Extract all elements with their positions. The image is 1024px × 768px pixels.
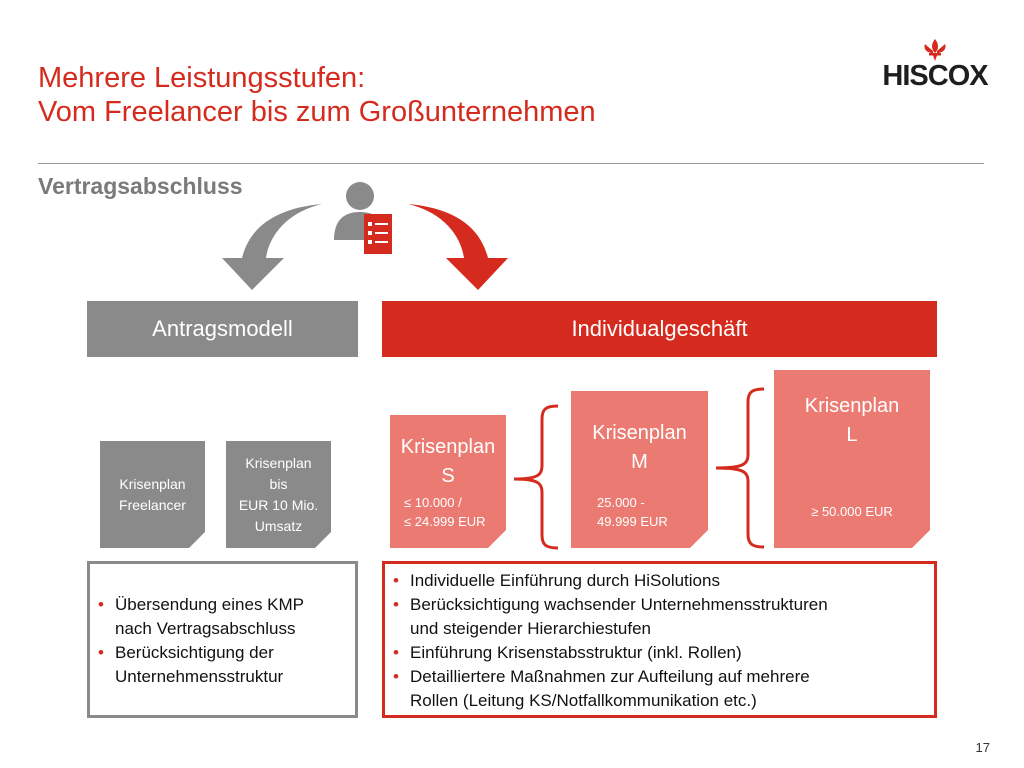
header-divider <box>38 163 984 164</box>
doc-krisenplan-umsatz: Krisenplan bis EUR 10 Mio. Umsatz <box>226 441 331 548</box>
doc-label: Umsatz <box>254 517 303 534</box>
page-number: 17 <box>975 740 990 755</box>
doc-krisenplan-l: Krisenplan L ≥ 50.000 EUR <box>774 370 930 548</box>
list-item-text: nach Vertragsabschluss <box>115 619 296 638</box>
doc-title: Krisenplan <box>400 436 496 458</box>
list-item-text: Einführung Krisenstabsstruktur (inkl. Ro… <box>410 643 742 662</box>
band-individualgeschaeft: Individualgeschäft <box>382 301 937 357</box>
section-subtitle: Vertragsabschluss <box>38 173 243 199</box>
page-title-line1: Mehrere Leistungsstufen: <box>38 62 366 94</box>
doc-price: ≤ 24.999 EUR <box>404 514 486 529</box>
doc-price: 25.000 - <box>597 495 645 510</box>
brace-s-to-m <box>513 404 559 550</box>
fleur-de-lis-icon <box>924 39 946 61</box>
list-item: Übersendung eines KMP nach Vertragsabsch… <box>93 593 348 641</box>
list-item: Detailliertere Maßnahmen zur Aufteilung … <box>388 665 928 713</box>
doc-title: Krisenplan <box>592 422 687 444</box>
list-item: Berücksichtigung der Unternehmensstruktu… <box>93 641 348 689</box>
box-individualgeschaeft-details: Individuelle Einführung durch HiSolution… <box>382 561 937 718</box>
doc-krisenplan-s: Krisenplan S ≤ 10.000 / ≤ 24.999 EUR <box>390 415 506 548</box>
doc-title: S <box>441 465 455 487</box>
doc-price: 49.999 EUR <box>597 514 668 529</box>
list-item: Berücksichtigung wachsender Unternehmens… <box>388 593 928 641</box>
doc-label: bis <box>269 475 288 492</box>
list-item-text: und steigender Hierarchiestufen <box>410 619 651 638</box>
bullet-list-right: Individuelle Einführung durch HiSolution… <box>388 569 928 713</box>
list-item-text: Unternehmensstruktur <box>115 667 284 686</box>
curved-arrow-down-right-icon <box>408 204 508 290</box>
list-item-text: Rollen (Leitung KS/Notfallkommunikation … <box>410 691 757 710</box>
doc-title: M <box>631 451 648 473</box>
doc-label: EUR 10 Mio. <box>238 496 319 513</box>
bullet-list-left: Übersendung eines KMP nach Vertragsabsch… <box>93 593 348 689</box>
doc-price: ≥ 50.000 EUR <box>811 504 893 519</box>
hiscox-logo: HISCOX <box>880 38 990 98</box>
logo-text: HISCOX <box>882 60 988 92</box>
brace-m-to-l <box>715 387 765 549</box>
list-item-text: Berücksichtigung der <box>115 643 274 662</box>
page-title-line2: Vom Freelancer bis zum Großunternehmen <box>38 96 596 128</box>
doc-label: Krisenplan <box>245 454 312 471</box>
band-antragsmodell: Antragsmodell <box>87 301 358 357</box>
list-item-text: Übersendung eines KMP <box>115 595 305 614</box>
list-item: Individuelle Einführung durch HiSolution… <box>388 569 928 593</box>
doc-label: Freelancer <box>119 496 186 513</box>
doc-title: L <box>846 424 858 446</box>
list-item-text: Individuelle Einführung durch HiSolution… <box>410 571 720 590</box>
doc-krisenplan-freelancer: Krisenplan Freelancer <box>100 441 205 548</box>
doc-title: Krisenplan <box>804 395 900 417</box>
list-item-text: Detailliertere Maßnahmen zur Aufteilung … <box>410 667 810 686</box>
person-with-document-icon <box>334 182 392 254</box>
doc-label: Krisenplan <box>119 475 186 492</box>
doc-price: ≤ 10.000 / <box>404 495 462 510</box>
box-antragsmodell-details: Übersendung eines KMP nach Vertragsabsch… <box>87 561 358 718</box>
list-item-text: Berücksichtigung wachsender Unternehmens… <box>410 595 828 614</box>
doc-krisenplan-m: Krisenplan M 25.000 - 49.999 EUR <box>571 391 708 548</box>
list-item: Einführung Krisenstabsstruktur (inkl. Ro… <box>388 641 928 665</box>
curved-arrow-down-left-icon <box>222 204 322 290</box>
